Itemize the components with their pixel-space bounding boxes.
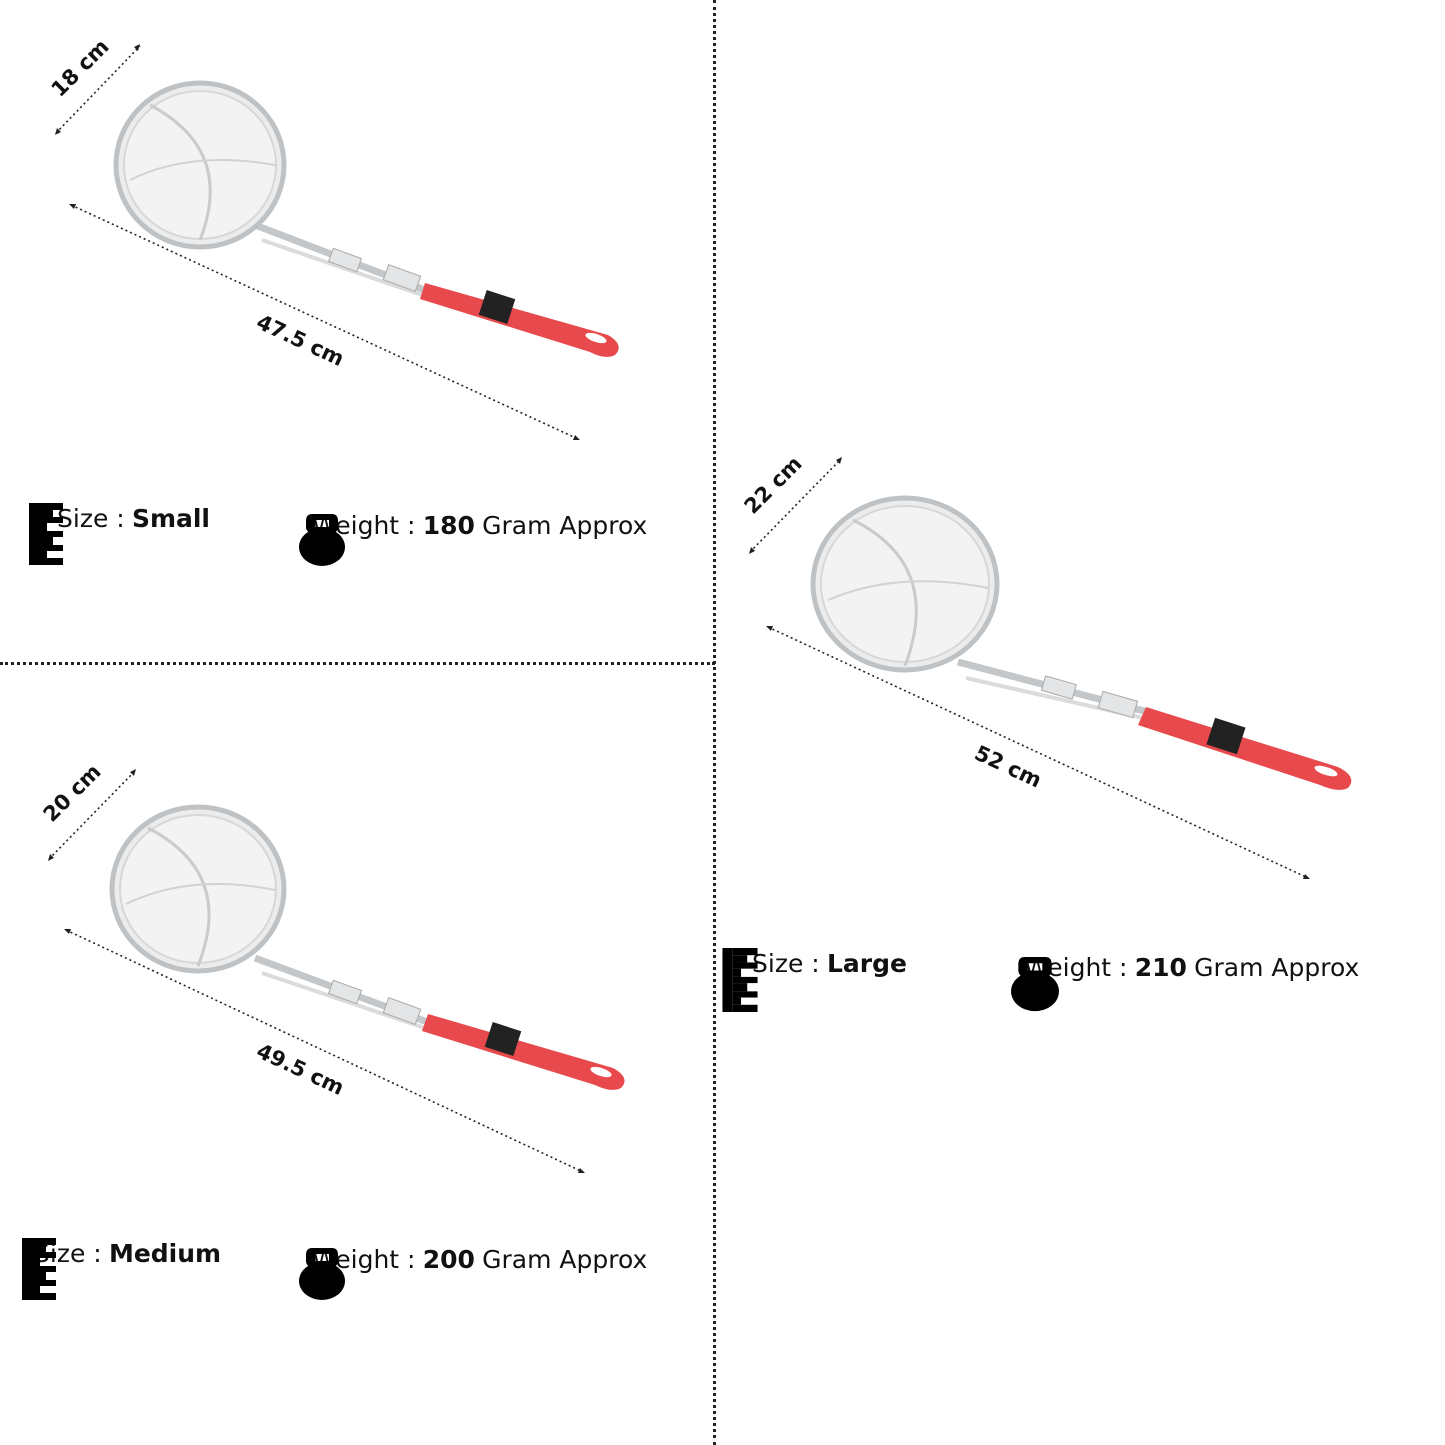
strainer-large (810, 495, 1352, 790)
width-label: 20 cm (39, 759, 106, 826)
horizontal-divider (0, 662, 715, 665)
strainer-illustration-large: 22 cm 52 cm (740, 451, 1352, 879)
vertical-divider (713, 0, 716, 1445)
size-spec-small: Size : Small (29, 503, 211, 565)
size-value: Small (131, 504, 211, 533)
width-dimension-line (749, 458, 842, 553)
size-spec-large: Size : Large (722, 948, 907, 1012)
weight-spec-large: Weight : 210 Gram Approx (1010, 952, 1360, 1012)
panel-medium: 20 cm 49.5 cm Size : Medium We (0, 668, 710, 1438)
size-label: Size : (752, 949, 820, 978)
weight-unit: Gram Approx (482, 511, 648, 540)
strainer-illustration-medium: 20 cm 49.5 cm (39, 759, 625, 1173)
weight-value: 200 (422, 1245, 475, 1274)
width-dimension-line (48, 770, 136, 860)
width-label: 22 cm (740, 451, 807, 518)
strainer-illustration-small: 18 cm 47.5 cm (47, 34, 619, 440)
weight-spec-medium: Weight : 200 Gram Approx (298, 1244, 648, 1300)
length-dimension-line (70, 204, 579, 440)
length-dimension-line (767, 626, 1309, 879)
strainer-medium (109, 804, 625, 1090)
size-spec-medium: Size : Medium (22, 1238, 222, 1300)
length-label: 47.5 cm (253, 310, 348, 371)
weight-spec-small: Weight : 180 Gram Approx (298, 510, 648, 566)
width-label: 18 cm (47, 34, 114, 101)
weight-unit: Gram Approx (1194, 953, 1360, 982)
length-dimension-line (65, 929, 584, 1173)
size-value: Large (826, 949, 907, 978)
weight-value: 180 (422, 511, 475, 540)
length-label: 49.5 cm (253, 1039, 348, 1100)
panel-large: 22 cm 52 cm Size : Large Weigh (718, 400, 1438, 1040)
size-value: Medium (108, 1239, 222, 1268)
size-label: Size : (57, 504, 125, 533)
strainer-small (113, 80, 619, 357)
weight-unit: Gram Approx (482, 1245, 648, 1274)
length-label: 52 cm (971, 741, 1045, 793)
width-dimension-line (55, 45, 141, 134)
weight-value: 210 (1134, 953, 1187, 982)
panel-small: 18 cm 47.5 cm Size : Small (0, 0, 710, 660)
